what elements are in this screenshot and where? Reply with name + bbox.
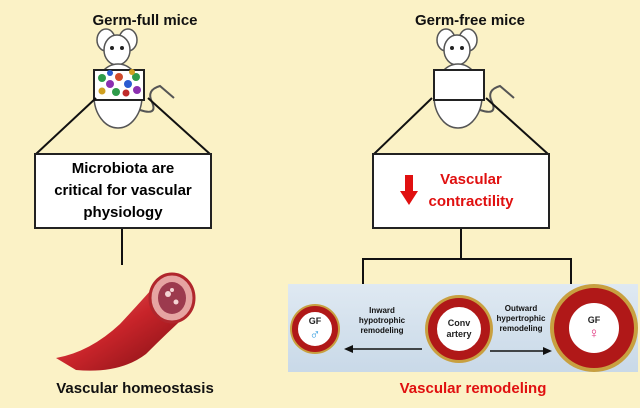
box-line: physiology xyxy=(83,204,163,221)
vascular-homeostasis-label: Vascular homeostasis xyxy=(56,380,214,397)
germ-free-mouse-illustration xyxy=(433,28,515,129)
gf-label: GF xyxy=(308,316,322,326)
left-arrow-icon xyxy=(344,345,422,353)
box-line: critical for vascular xyxy=(54,182,192,199)
box-line: Microbiota are xyxy=(71,160,175,177)
artery-illustration xyxy=(56,272,196,371)
text-line: hypotrophic xyxy=(358,316,406,325)
male-symbol-icon: ♂ xyxy=(309,326,321,343)
box-line: Vascular xyxy=(440,171,502,188)
germ-full-mouse-illustration xyxy=(93,28,175,129)
gf-male-artery: GF ♂ xyxy=(292,306,338,352)
germ-full-title: Germ-full mice xyxy=(92,12,198,29)
text-line: hypertrophic xyxy=(496,314,546,323)
conv-label: Conv xyxy=(447,318,471,328)
germ-free-title: Germ-free mice xyxy=(414,12,526,29)
text-line: remodeling xyxy=(360,326,404,335)
inward-remodeling-text: Inward hypotrophic remodeling xyxy=(344,306,420,336)
female-symbol-icon: ♀ xyxy=(588,325,600,342)
right-connector-bar xyxy=(362,258,572,260)
right-connector-stem xyxy=(460,229,462,259)
gf-label: GF xyxy=(587,315,601,325)
vascular-contractility-box: Vascular contractility xyxy=(372,153,550,229)
down-arrow-icon xyxy=(400,175,418,205)
box-line: contractility xyxy=(428,193,514,210)
text-line: Outward xyxy=(504,304,538,313)
remodeling-panel: GF ♂ Inward hypotrophic remodeling Conv … xyxy=(288,284,638,372)
right-arrow-icon xyxy=(490,347,552,355)
text-line: Inward xyxy=(369,306,395,315)
conventional-artery: Conv artery xyxy=(428,298,490,360)
artery-label: artery xyxy=(446,329,472,339)
left-connector xyxy=(121,229,123,265)
right-connector-left-drop xyxy=(362,258,364,284)
microbiota-statement-box: Microbiota are critical for vascular phy… xyxy=(34,153,212,229)
text-line: remodeling xyxy=(499,324,543,333)
gf-female-artery: GF ♀ xyxy=(554,288,634,368)
right-connector-right-drop xyxy=(570,258,572,284)
vascular-remodeling-label: Vascular remodeling xyxy=(399,380,547,397)
outward-remodeling-text: Outward hypertrophic remodeling xyxy=(488,304,554,334)
